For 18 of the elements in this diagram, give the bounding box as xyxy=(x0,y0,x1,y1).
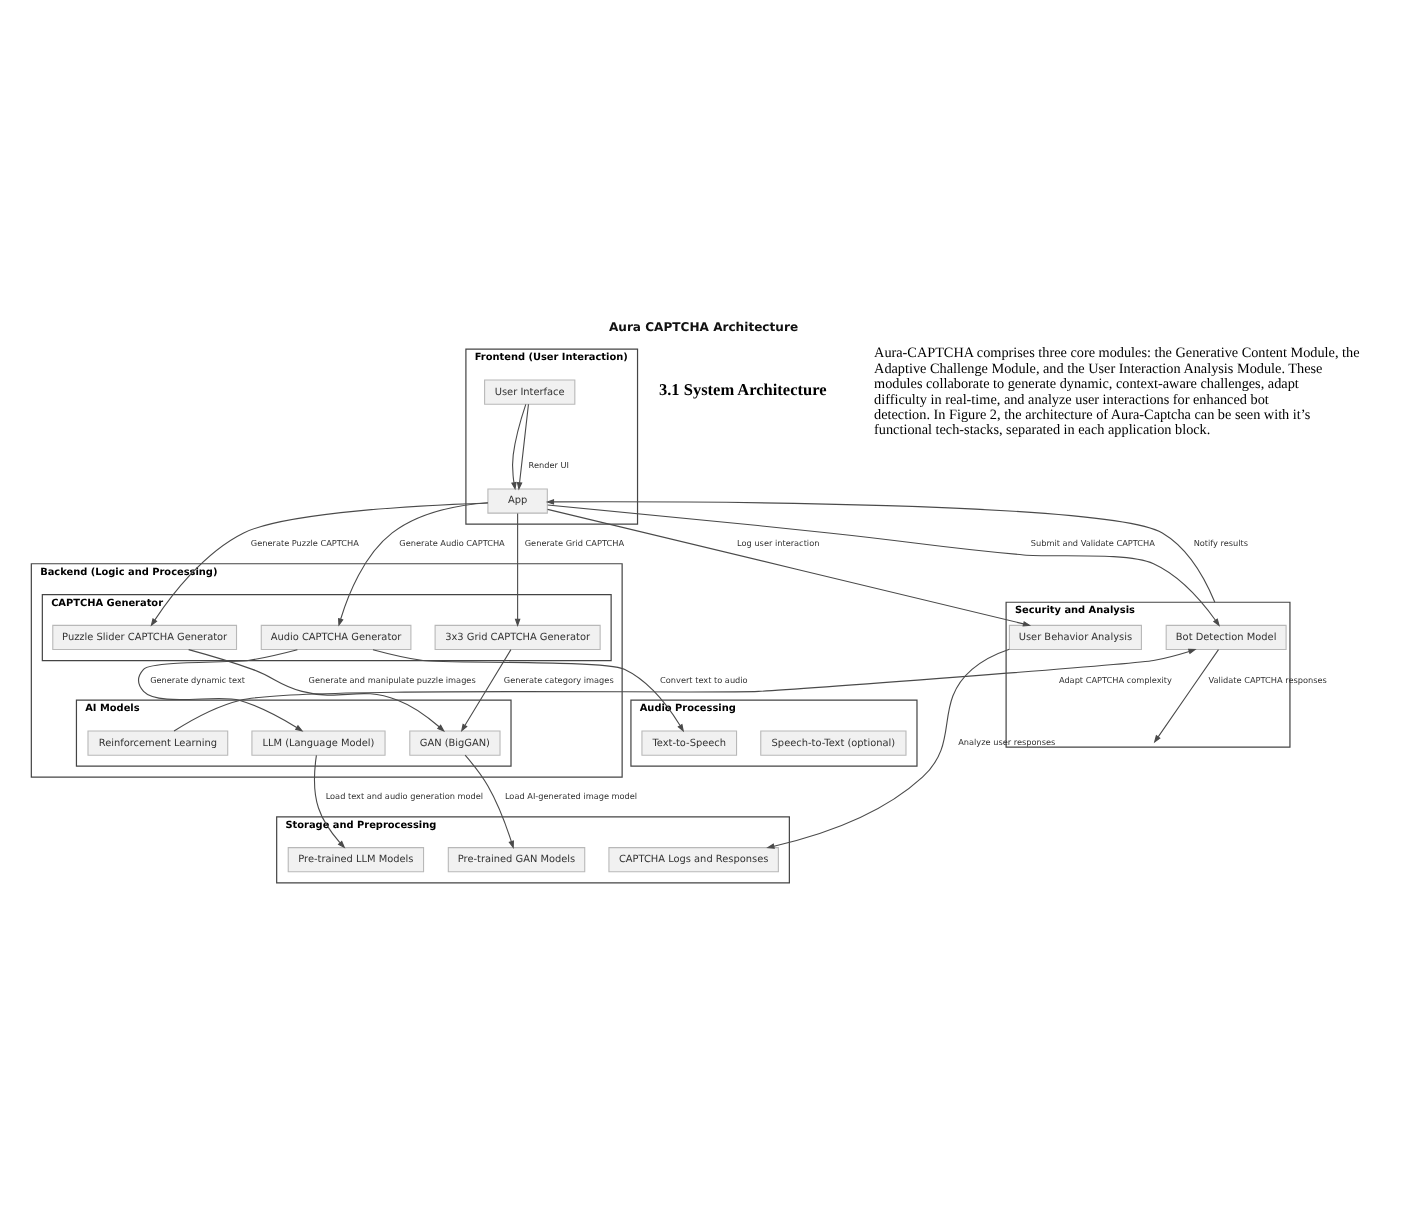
arrow xyxy=(514,512,521,626)
arrow xyxy=(150,501,489,626)
arrow xyxy=(1153,648,1220,743)
arrow xyxy=(547,503,1220,626)
arrow xyxy=(338,501,489,626)
arrow xyxy=(372,648,685,732)
arrow xyxy=(464,753,514,848)
arrow xyxy=(511,402,527,490)
arrow xyxy=(188,648,445,732)
arrow xyxy=(547,507,1032,626)
label: 3.1 System Architecture xyxy=(658,379,827,398)
arrow xyxy=(138,648,304,731)
arrow xyxy=(460,648,512,732)
arrow xyxy=(173,647,1197,731)
arrow xyxy=(545,498,1216,602)
arrow xyxy=(516,402,529,490)
arrow xyxy=(314,753,346,848)
arrow xyxy=(766,647,1010,848)
